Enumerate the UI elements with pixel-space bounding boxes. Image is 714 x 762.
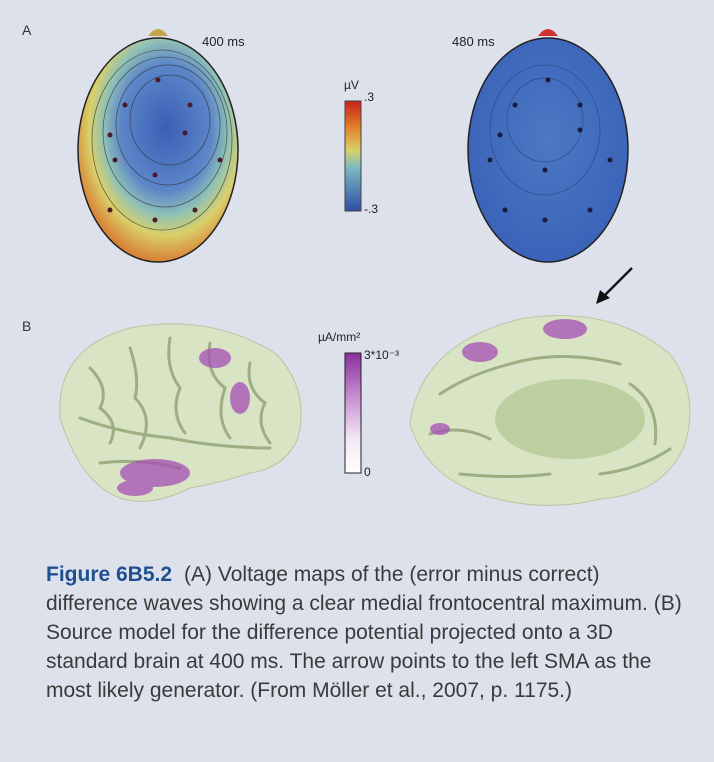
panel-a-letter: A: [22, 22, 32, 38]
caption-title: Figure 6B5.2: [46, 563, 173, 586]
caption-text: (A) Voltage maps of the (error minus cor…: [46, 563, 682, 702]
voltage-scale-min: -.3: [364, 202, 379, 216]
voltage-scale-unit: µV: [344, 78, 359, 92]
figure-panel: A 400 ms 480 ms: [22, 22, 691, 506]
current-color-scale: [344, 352, 362, 474]
panel-b-letter: B: [22, 318, 32, 334]
nose-shape: [538, 29, 558, 36]
current-scale-max: 3*10⁻³: [364, 348, 400, 362]
left-map-time-label: 400 ms: [202, 34, 245, 49]
current-scale-unit: µA/mm²: [318, 330, 361, 344]
voltage-scale-max: .3: [364, 90, 375, 104]
voltage-color-scale: [344, 100, 362, 212]
right-scalp-voltage-map: [467, 29, 629, 263]
right-map-time-label: 480 ms: [452, 34, 495, 49]
left-scalp-voltage-map: [77, 29, 239, 263]
left-brain-lateral-view: [59, 323, 302, 502]
arrow-icon: [596, 267, 633, 304]
current-scale-min: 0: [364, 465, 371, 479]
nose-shape: [148, 29, 168, 36]
figure-caption: Figure 6B5.2(A) Voltage maps of the (err…: [46, 560, 686, 705]
right-brain-medial-view: [409, 315, 691, 506]
